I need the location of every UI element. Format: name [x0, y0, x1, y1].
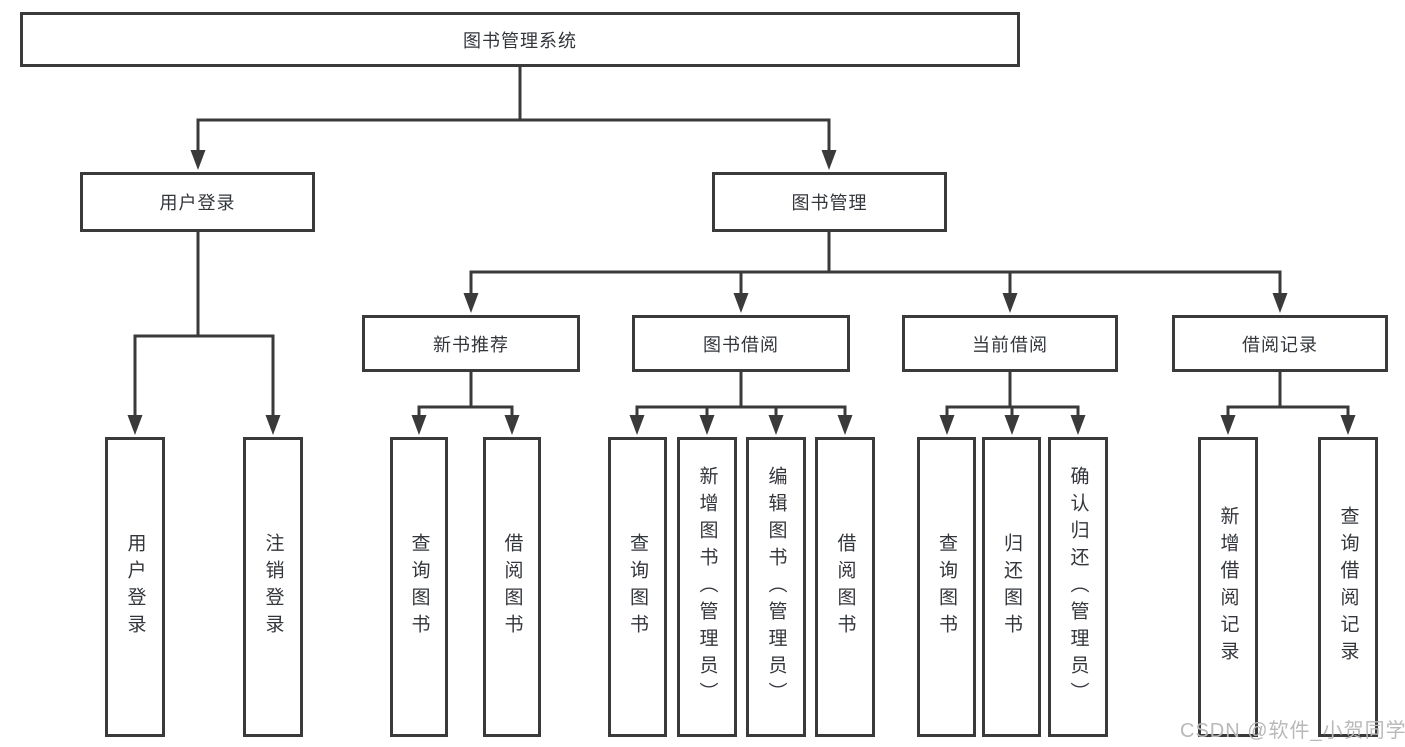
leaf-query-books-current: 查询图书 — [917, 437, 976, 737]
leaf-user-login-label: 用户登录 — [124, 533, 146, 641]
leaf-edit-book-admin-label: 编辑图书（管理员） — [765, 465, 787, 709]
node-book-management: 图书管理 — [712, 172, 947, 232]
leaf-add-borrow-record-label: 新增借阅记录 — [1217, 506, 1239, 668]
leaf-query-books-recommend-label: 查询图书 — [408, 533, 430, 641]
leaf-add-book-admin-label: 新增图书（管理员） — [696, 465, 718, 709]
leaf-add-book-admin: 新增图书（管理员） — [677, 437, 737, 737]
leaf-return-book-label: 归还图书 — [1001, 533, 1022, 641]
leaf-query-borrow-record: 查询借阅记录 — [1318, 437, 1378, 737]
node-current-borrow: 当前借阅 — [902, 315, 1118, 372]
node-new-book-recommend: 新书推荐 — [362, 315, 580, 372]
leaf-confirm-return-admin: 确认归还（管理员） — [1048, 437, 1108, 737]
node-borrow-records: 借阅记录 — [1172, 315, 1388, 372]
leaf-query-books-borrow: 查询图书 — [608, 437, 667, 737]
node-book-management-label: 图书管理 — [791, 193, 868, 213]
node-user-login-label: 用户登录 — [159, 193, 236, 213]
csdn-watermark: CSDN @软件_小贺同学 — [1180, 720, 1405, 742]
leaf-query-books-current-label: 查询图书 — [936, 533, 957, 641]
node-root-label: 图书管理系统 — [463, 30, 577, 51]
node-root: 图书管理系统 — [20, 12, 1020, 67]
leaf-borrow-books-borrow: 借阅图书 — [815, 437, 875, 737]
node-new-book-recommend-label: 新书推荐 — [433, 334, 509, 355]
leaf-query-borrow-record-label: 查询借阅记录 — [1337, 506, 1359, 668]
leaf-return-book: 归还图书 — [982, 437, 1041, 737]
leaf-user-login: 用户登录 — [105, 437, 165, 737]
node-book-borrow: 图书借阅 — [632, 315, 850, 372]
leaf-logout: 注销登录 — [243, 437, 303, 737]
leaf-borrow-books-recommend-label: 借阅图书 — [501, 533, 523, 641]
leaf-query-books-recommend: 查询图书 — [390, 437, 448, 737]
leaf-borrow-books-recommend: 借阅图书 — [483, 437, 541, 737]
leaf-logout-label: 注销登录 — [262, 533, 284, 641]
node-user-login: 用户登录 — [80, 172, 315, 232]
node-book-borrow-label: 图书借阅 — [703, 334, 779, 355]
leaf-confirm-return-admin-label: 确认归还（管理员） — [1067, 465, 1089, 709]
leaf-borrow-books-borrow-label: 借阅图书 — [834, 533, 856, 641]
leaf-query-books-borrow-label: 查询图书 — [627, 533, 648, 641]
leaf-add-borrow-record: 新增借阅记录 — [1198, 437, 1258, 737]
node-borrow-records-label: 借阅记录 — [1242, 334, 1318, 355]
node-current-borrow-label: 当前借阅 — [972, 334, 1048, 355]
leaf-edit-book-admin: 编辑图书（管理员） — [746, 437, 806, 737]
